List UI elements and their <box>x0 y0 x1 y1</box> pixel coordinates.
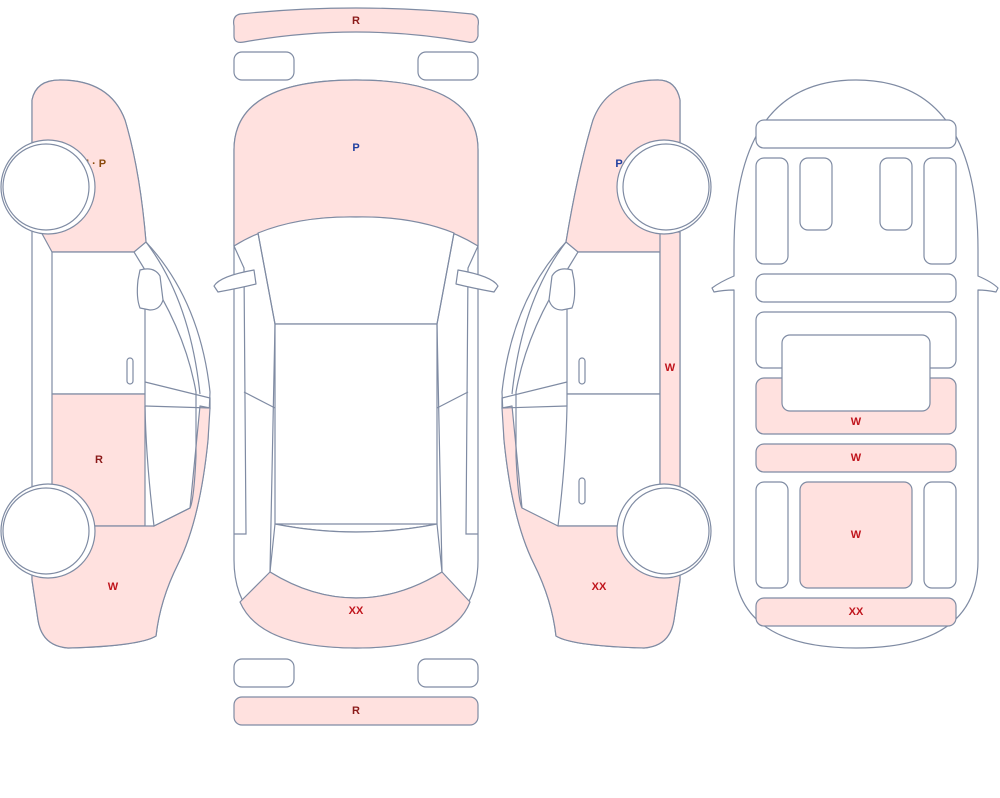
left-door-handle[interactable] <box>126 357 134 385</box>
right-rear-wheel[interactable] <box>622 487 710 575</box>
underbody-rear-crossmember[interactable] <box>755 597 957 627</box>
underbody-rail-2-label: W <box>851 452 862 464</box>
underbody-rear-left-rail[interactable] <box>755 481 789 589</box>
left-front-wheel[interactable] <box>2 143 90 231</box>
right-front-fender-label: P <box>615 158 622 170</box>
windshield[interactable] <box>257 216 455 325</box>
underbody-engine-left[interactable] <box>799 157 833 231</box>
rear-right-taillight[interactable] <box>417 658 479 688</box>
left-mirror-top[interactable] <box>213 269 257 293</box>
underbody-rear-right-rail[interactable] <box>923 481 957 589</box>
underbody-floor-center[interactable] <box>781 334 931 412</box>
underbody-engine-right[interactable] <box>879 157 913 231</box>
right-quarter-panel[interactable] <box>501 405 681 649</box>
roof-panel[interactable] <box>274 323 438 525</box>
right-side-mirror[interactable] <box>548 268 576 311</box>
tailgate-panel[interactable] <box>239 571 471 649</box>
left-side-mirror[interactable] <box>136 268 164 311</box>
right-front-door-handle[interactable] <box>578 357 586 385</box>
underbody-rear-label: XX <box>849 606 864 618</box>
front-bumper-panel[interactable] <box>233 7 479 43</box>
underbody-rear-floor[interactable] <box>799 481 913 589</box>
right-quarter-panel-label: XX <box>592 581 607 593</box>
left-quarter-panel-label: W <box>108 581 119 593</box>
front-bumper-label: R <box>352 15 360 27</box>
underbody-front-right-rail[interactable] <box>923 157 957 265</box>
hood-label: P <box>352 142 359 154</box>
underbody-floor-rail-2[interactable] <box>755 443 957 473</box>
underbody-mid-crossmember[interactable] <box>755 273 957 303</box>
underbody-rail-1-label: W <box>851 416 862 428</box>
front-left-headlight[interactable] <box>233 51 295 81</box>
right-side-view: P W XX <box>501 79 712 649</box>
left-rear-wheel[interactable] <box>2 487 90 575</box>
left-quarter-panel[interactable] <box>31 405 211 649</box>
rear-bumper-panel[interactable] <box>233 696 479 726</box>
left-front-door[interactable] <box>51 251 146 395</box>
underbody-front-crossmember[interactable] <box>755 119 957 149</box>
right-rear-door-handle[interactable] <box>578 477 586 505</box>
left-side-view: M · P R W <box>0 79 211 649</box>
rear-bumper-group: R <box>233 658 479 726</box>
underbody-floor-label: W <box>851 529 862 541</box>
front-bumper-group: R <box>233 7 479 81</box>
front-right-headlight[interactable] <box>417 51 479 81</box>
rear-left-taillight[interactable] <box>233 658 295 688</box>
right-front-wheel[interactable] <box>622 143 710 231</box>
underbody-front-left-rail[interactable] <box>755 157 789 265</box>
tailgate-label: XX <box>349 605 364 617</box>
right-rocker-label: W <box>665 362 676 374</box>
top-view: P XX <box>213 79 499 649</box>
underbody-view: W W W XX <box>711 79 999 649</box>
left-rear-door-label: R <box>95 454 103 466</box>
rear-bumper-label: R <box>352 705 360 717</box>
right-mirror-top[interactable] <box>455 269 499 293</box>
